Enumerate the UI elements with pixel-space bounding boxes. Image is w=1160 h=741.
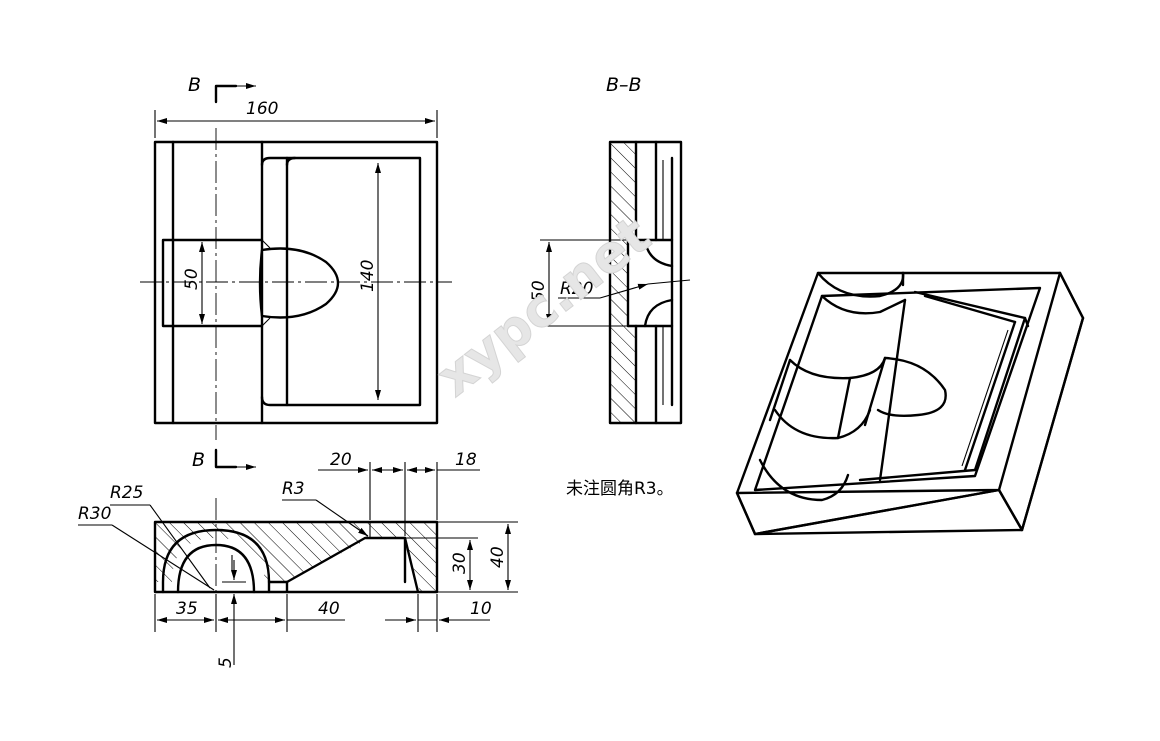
dim-40-width: 40: [318, 599, 340, 619]
dim-width-label: 160: [246, 99, 278, 119]
section-mark-bottom: B: [192, 449, 205, 471]
dim-35: 35: [176, 599, 198, 619]
section-mark-top: B: [188, 74, 201, 96]
section-dim-slot: 50: [529, 280, 549, 302]
dim-10: 10: [470, 599, 492, 619]
dim-40-height: 40: [488, 546, 508, 568]
radius-r30: R30: [78, 504, 111, 524]
section-view: B–B 50 R20: [529, 74, 691, 425]
dim-18: 18: [455, 450, 477, 470]
dim-height-label: 140: [358, 260, 378, 292]
dim-5: 5: [216, 657, 236, 668]
radius-r3: R3: [282, 479, 305, 499]
general-note: 未注圆角R3。: [566, 479, 674, 499]
radius-r25: R25: [110, 483, 143, 503]
dim-20: 20: [330, 450, 352, 470]
dim-slot-label: 50: [182, 268, 202, 290]
front-view: R25 R30 R3 20 18 30 40 35: [78, 450, 518, 668]
top-view: B B 160 140 50: [140, 74, 452, 471]
dim-30: 30: [450, 552, 470, 574]
isometric-view: [735, 271, 1085, 536]
section-radius: R20: [560, 279, 593, 299]
section-title: B–B: [606, 74, 642, 96]
